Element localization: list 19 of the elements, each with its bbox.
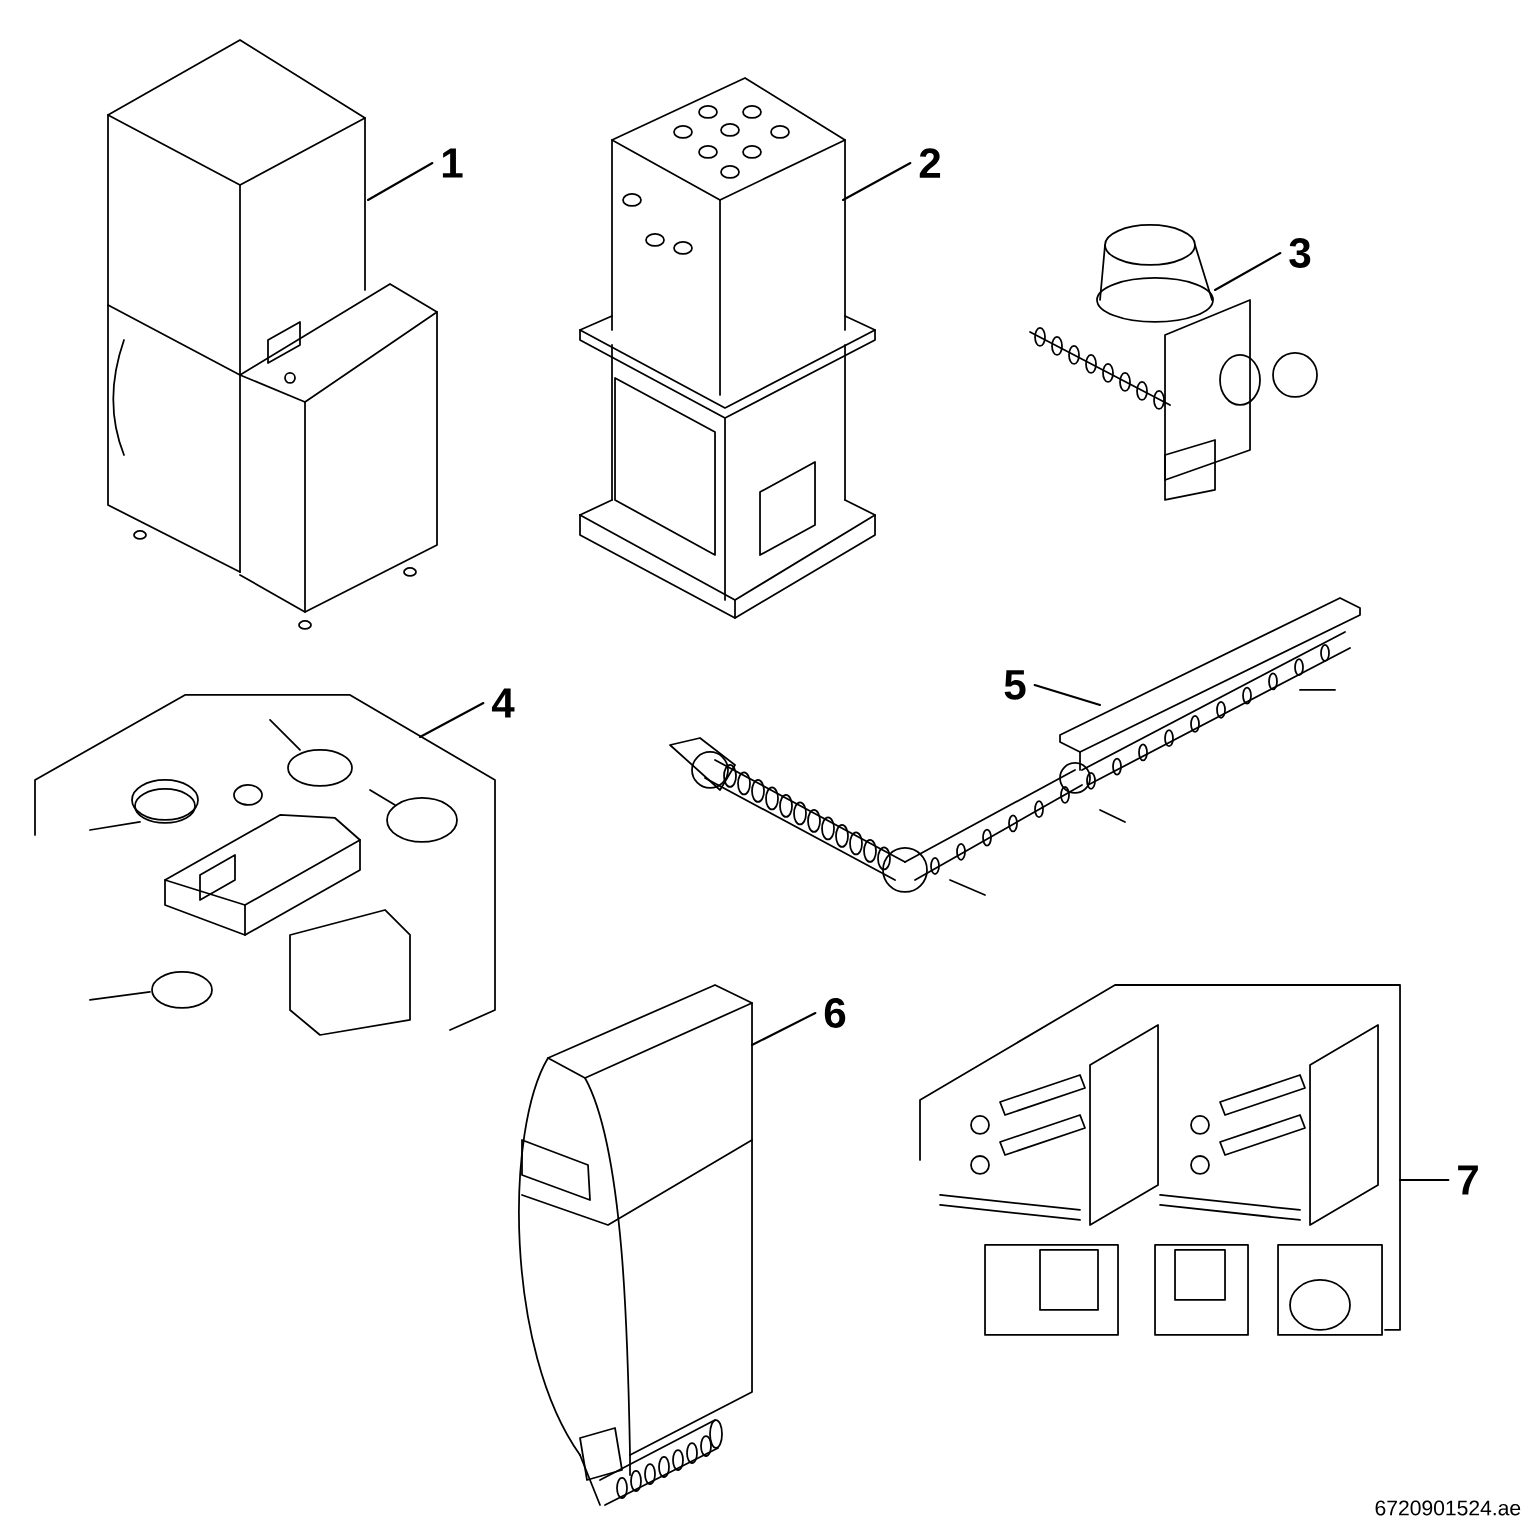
callout-number: 1 xyxy=(442,148,463,178)
leader-line xyxy=(1033,683,1102,707)
hopper-drawing xyxy=(579,77,876,619)
leader-line xyxy=(1213,251,1282,292)
callout-number: 7 xyxy=(1458,1165,1478,1195)
auger-drawing xyxy=(669,597,1361,896)
leader-line xyxy=(1398,1178,1450,1182)
leader-line xyxy=(841,161,912,202)
accessory-kit-drawing xyxy=(919,984,1401,1336)
boiler-drawing xyxy=(107,39,438,630)
feed-hopper-drawing xyxy=(518,984,753,1506)
callout-number: 2 xyxy=(919,148,941,178)
callout-number: 4 xyxy=(491,688,515,718)
leader-line xyxy=(366,161,434,202)
reference-number: 6720901524.ae xyxy=(1375,1500,1521,1516)
leader-line xyxy=(418,701,485,739)
burner-drawing xyxy=(1029,224,1318,501)
callout-number: 6 xyxy=(824,998,846,1028)
leader-line xyxy=(750,1011,817,1047)
